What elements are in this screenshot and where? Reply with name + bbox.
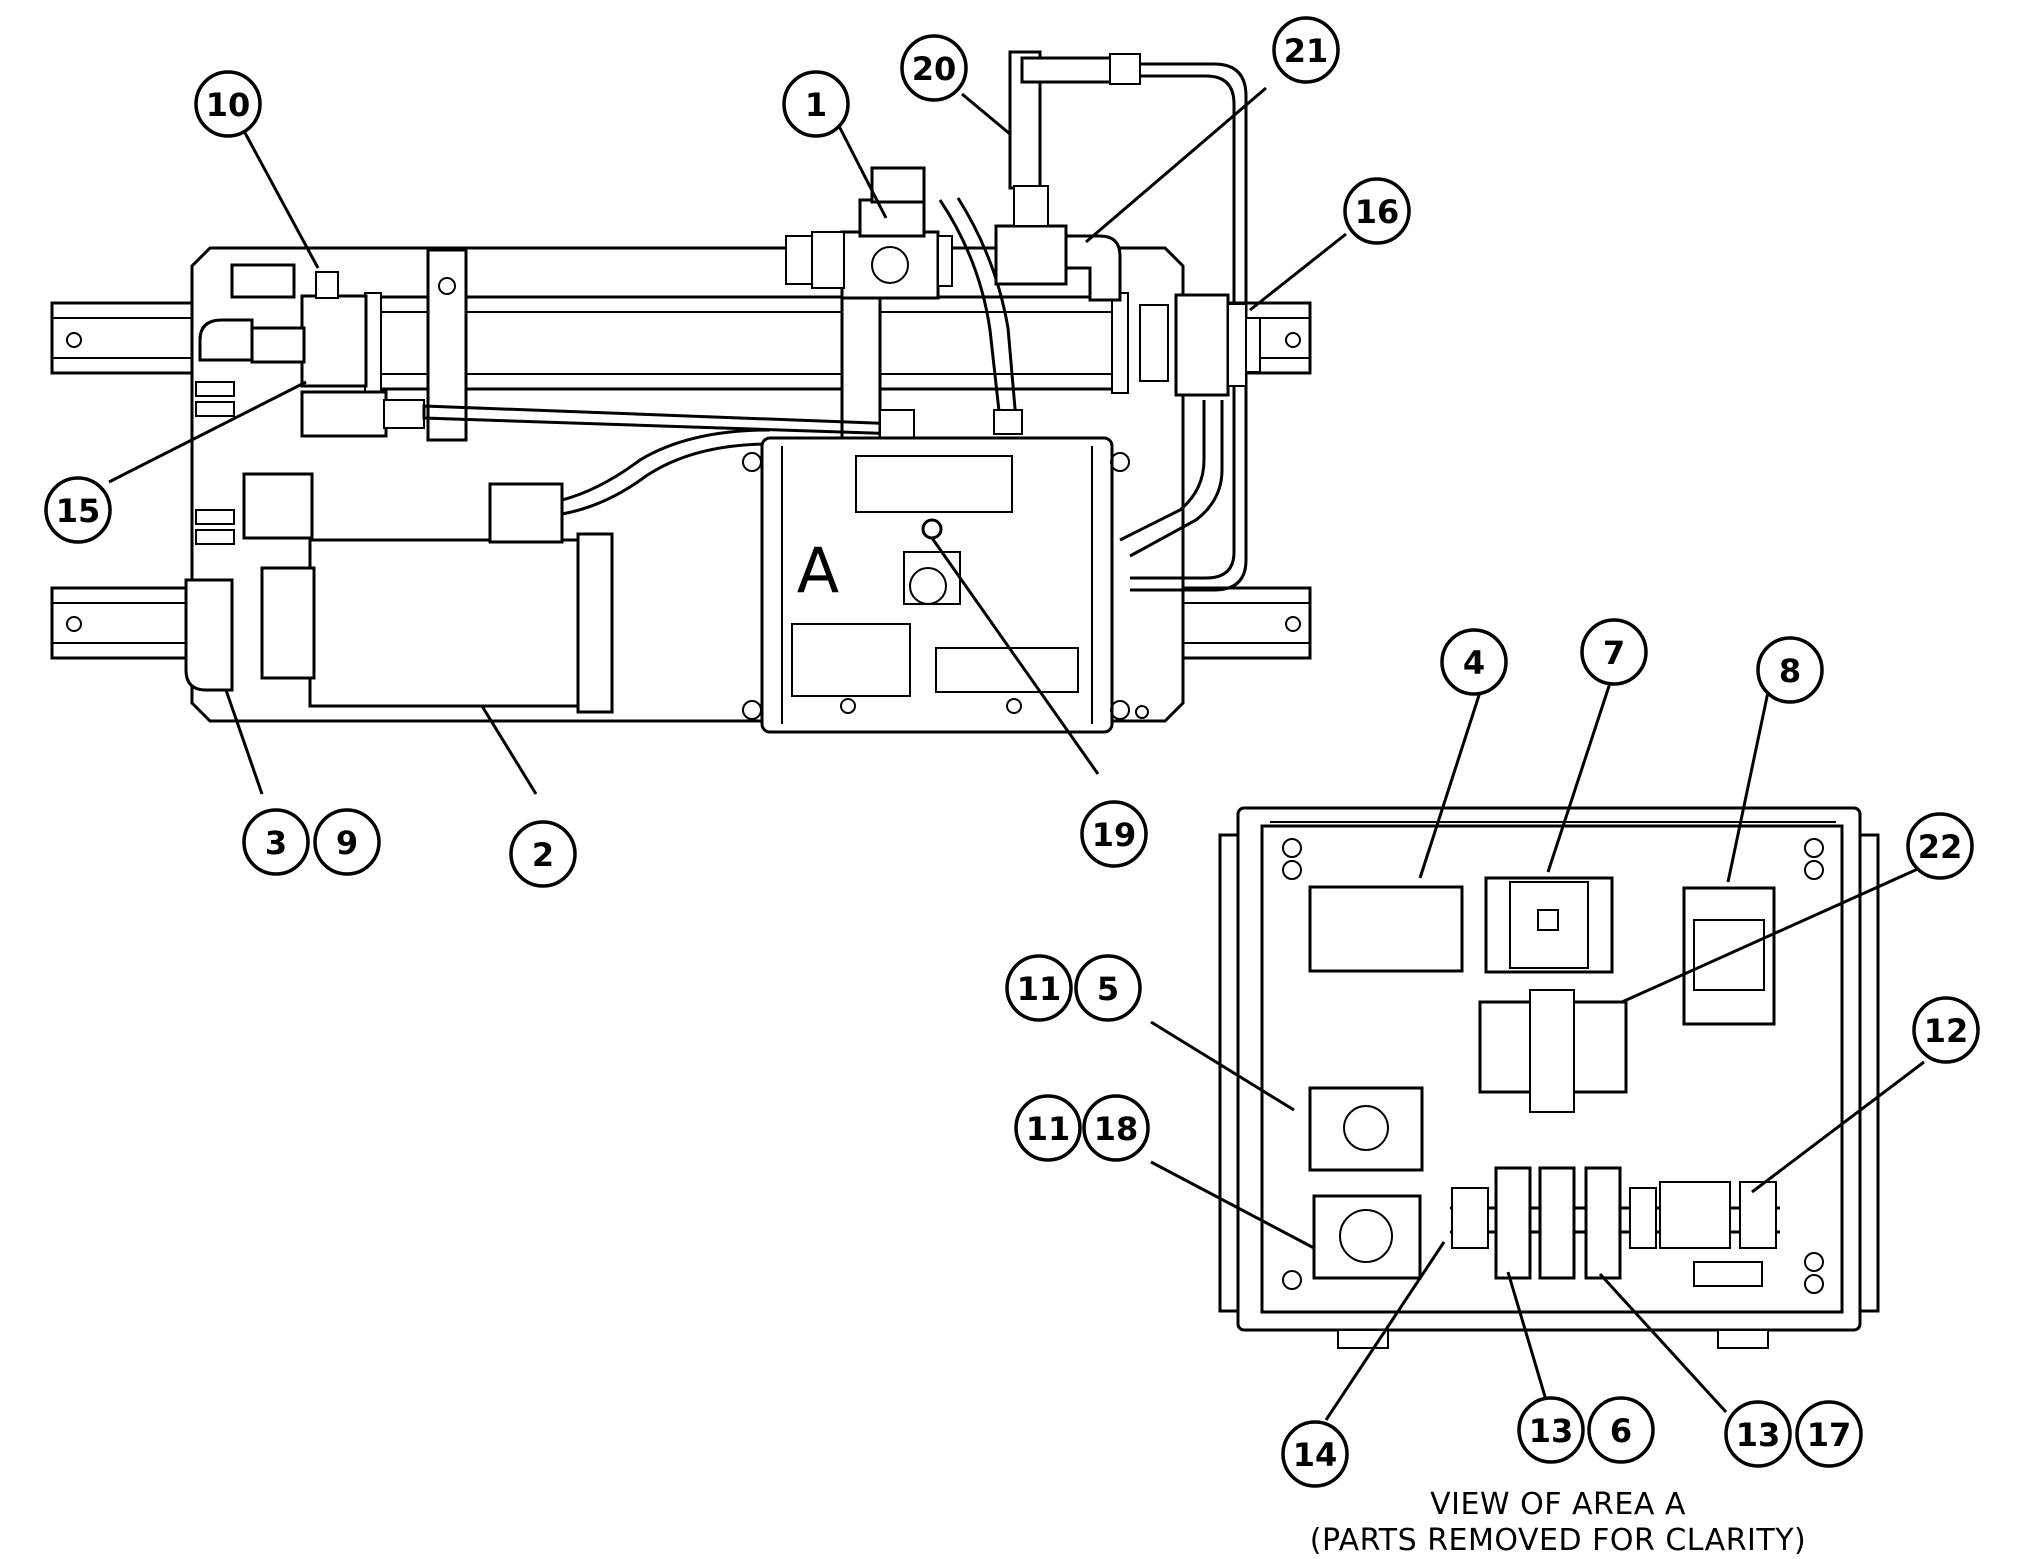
callout-4: 4 xyxy=(1440,628,1508,696)
svg-text:13: 13 xyxy=(1736,1416,1781,1454)
svg-text:22: 22 xyxy=(1918,828,1963,866)
right-hose xyxy=(1119,400,1224,558)
tube-fitting-icon xyxy=(879,409,915,441)
svg-text:12: 12 xyxy=(1924,1012,1969,1050)
svg-text:20: 20 xyxy=(912,50,957,88)
leader-lines xyxy=(108,86,1925,1421)
callout-5: 5 xyxy=(1074,954,1142,1022)
svg-text:16: 16 xyxy=(1355,193,1400,231)
callout-20: 20 xyxy=(900,34,968,102)
clamp-bolt-icon xyxy=(438,277,456,295)
svg-text:14: 14 xyxy=(1293,1436,1338,1474)
left-fitting-assembly xyxy=(195,263,425,438)
svg-text:10: 10 xyxy=(206,86,251,124)
terminal-block-rail xyxy=(1450,1166,1780,1287)
callout-15: 15 xyxy=(44,476,112,544)
view-caption-line1: VIEW OF AREA A xyxy=(1430,1487,1686,1522)
svg-text:5: 5 xyxy=(1097,970,1119,1008)
callout-13: 13 xyxy=(1517,1396,1585,1464)
callout-21: 21 xyxy=(1272,16,1340,84)
control-box: A xyxy=(742,436,1149,734)
svg-text:17: 17 xyxy=(1807,1416,1852,1454)
main-tube xyxy=(364,292,1169,394)
svg-text:8: 8 xyxy=(1779,652,1801,690)
svg-text:19: 19 xyxy=(1092,816,1137,854)
svg-text:13: 13 xyxy=(1529,1412,1574,1450)
callout-11: 11 xyxy=(1005,954,1073,1022)
callout-12: 12 xyxy=(1912,996,1980,1064)
view-caption-line2: (PARTS REMOVED FOR CLARITY) xyxy=(1310,1523,1807,1558)
main-assembly: A xyxy=(50,50,1312,734)
svg-text:15: 15 xyxy=(56,492,101,530)
svg-text:3: 3 xyxy=(265,824,287,862)
corner-screws xyxy=(1282,838,1824,1294)
valve-hose xyxy=(938,197,1018,421)
label-plate-top xyxy=(855,455,1013,513)
right-fitting xyxy=(1174,293,1261,397)
motor xyxy=(184,428,771,714)
callout-3: 3 xyxy=(242,808,310,876)
callout-18: 18 xyxy=(1082,1094,1150,1162)
svg-text:2: 2 xyxy=(532,836,554,874)
svg-text:18: 18 xyxy=(1094,1110,1139,1148)
relay-socket-18 xyxy=(1312,1194,1422,1280)
solenoid-valve xyxy=(785,166,953,300)
callout-11: 11 xyxy=(1014,1094,1082,1162)
svg-text:6: 6 xyxy=(1610,1412,1632,1450)
callout-13: 13 xyxy=(1724,1400,1792,1468)
screw-icon xyxy=(840,698,856,714)
hose-fitting-icon xyxy=(993,409,1023,435)
svg-text:7: 7 xyxy=(1603,634,1625,672)
label-plate-left xyxy=(791,623,911,697)
callout-2: 2 xyxy=(509,820,577,888)
svg-text:1: 1 xyxy=(805,86,827,124)
svg-text:11: 11 xyxy=(1017,970,1062,1008)
callout-16: 16 xyxy=(1343,177,1411,245)
callout-1: 1 xyxy=(782,70,850,138)
callout-10: 10 xyxy=(194,70,262,138)
svg-text:11: 11 xyxy=(1026,1110,1071,1148)
svg-text:9: 9 xyxy=(336,824,358,862)
relay-socket-5 xyxy=(1308,1086,1424,1172)
callout-17: 17 xyxy=(1795,1400,1863,1468)
callout-9: 9 xyxy=(313,808,381,876)
detail-view xyxy=(1218,806,1880,1349)
svg-text:4: 4 xyxy=(1463,644,1485,682)
callout-14: 14 xyxy=(1281,1420,1349,1488)
callout-19: 19 xyxy=(1080,800,1148,868)
pressure-switch xyxy=(994,50,1141,302)
callout-22: 22 xyxy=(1906,812,1974,880)
screw-icon xyxy=(1006,698,1022,714)
callout-7: 7 xyxy=(1580,618,1648,686)
overload-relay xyxy=(1308,885,1464,973)
svg-text:21: 21 xyxy=(1284,32,1329,70)
label-plate-right xyxy=(935,647,1079,693)
callout-8: 8 xyxy=(1756,636,1824,704)
area-label: A xyxy=(797,534,839,607)
callout-6: 6 xyxy=(1587,1396,1655,1464)
